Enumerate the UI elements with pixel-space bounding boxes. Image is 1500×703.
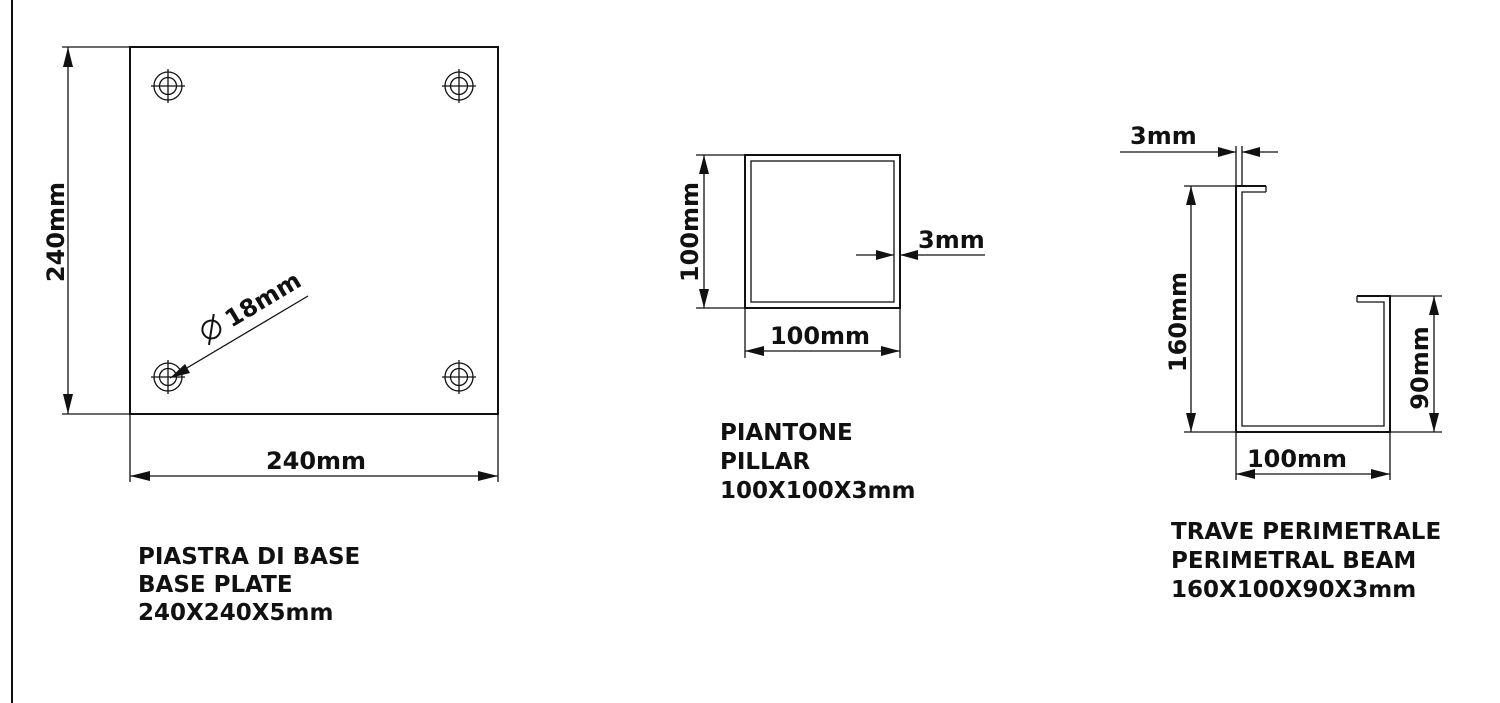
beam-thickness-label: 3mm [1130, 122, 1197, 150]
pillar-width-label: 100mm [770, 322, 870, 350]
beam-thickness-dimension: 3mm [1120, 122, 1278, 186]
beam-height-label: 160mm [1164, 272, 1192, 372]
base-plate-width-label: 240mm [266, 447, 366, 475]
beam-lip-label: 90mm [1406, 326, 1434, 409]
base-plate-width-dimension: 240mm [129, 414, 499, 482]
base-plate-caption-it: PIASTRA DI BASE [138, 544, 360, 570]
pillar-caption-size: 100X100X3mm [720, 478, 915, 504]
pillar-caption-it: PIANTONE [720, 420, 853, 446]
base-plate-height-dimension: 240mm [42, 46, 130, 415]
diameter-symbol-icon [201, 313, 222, 346]
base-plate-caption-size: 240X240X5mm [138, 600, 333, 626]
bolt-hole-icon [441, 68, 477, 104]
beam-lip-dimension: 90mm [1390, 295, 1442, 433]
base-plate-height-label: 240mm [42, 182, 70, 282]
bolt-hole-icon [150, 68, 186, 104]
beam-drawing: 3mm 160mm 90mm 100mm [1120, 122, 1442, 603]
base-plate-drawing: 240mm 240mm 18mm PIASTRA DI BASE [42, 46, 499, 626]
beam-width-label: 100mm [1247, 445, 1347, 473]
pillar-inner-outline [750, 160, 895, 303]
pillar-width-dimension: 100mm [744, 308, 901, 358]
hole-diameter-leader: 18mm [169, 266, 309, 379]
base-plate-outline [129, 46, 499, 415]
beam-width-dimension: 100mm [1235, 432, 1391, 480]
pillar-thickness-dimension: 3mm [856, 226, 985, 260]
beam-profile-inner [1241, 191, 1385, 427]
beam-height-dimension: 160mm [1164, 185, 1236, 433]
pillar-drawing: 100mm 100mm 3mm PIANTONE PILLAR 100X100X… [676, 154, 985, 504]
beam-caption-it: TRAVE PERIMETRALE [1171, 519, 1441, 545]
beam-caption-size: 160X100X90X3mm [1171, 577, 1416, 603]
pillar-caption-en: PILLAR [720, 449, 811, 475]
bolt-hole-icon [150, 359, 186, 395]
pillar-height-dimension: 100mm [676, 154, 745, 309]
pillar-outer-outline [744, 154, 901, 309]
bolt-hole-icon [441, 359, 477, 395]
base-plate-caption-en: BASE PLATE [138, 572, 293, 598]
pillar-thickness-label: 3mm [918, 226, 985, 254]
beam-caption-en: PERIMETRAL BEAM [1171, 548, 1416, 574]
pillar-height-label: 100mm [676, 182, 704, 282]
beam-profile-outer [1235, 185, 1391, 433]
